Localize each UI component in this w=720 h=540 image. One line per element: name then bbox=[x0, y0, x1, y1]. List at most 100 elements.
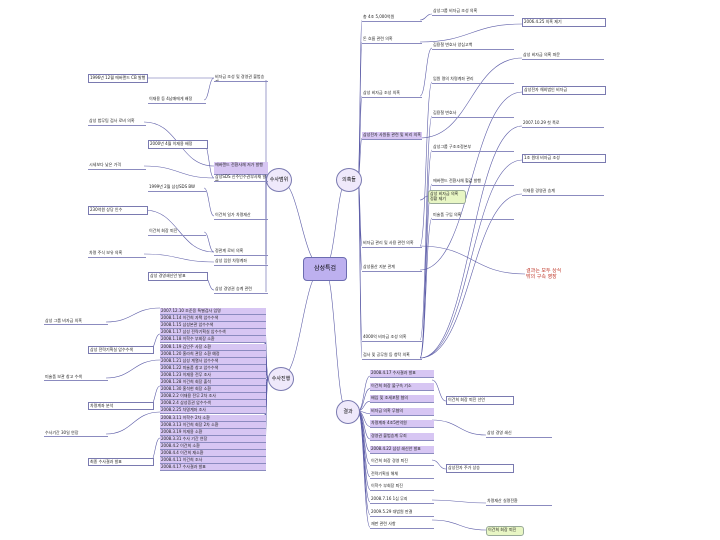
timeline-item-13[interactable]: 2008.2.4 삼성증권 압수수색 bbox=[160, 400, 266, 408]
link-green-note-2 bbox=[431, 519, 487, 531]
result-item-6[interactable]: 2008.4.22 삼성 쇄신안 발표 bbox=[370, 445, 434, 454]
result-item-4[interactable]: 차명계좌 4조5천억원 bbox=[370, 420, 434, 429]
left-note-0[interactable]: 1996년 12월 에버랜드 CB 발행 bbox=[88, 74, 148, 83]
top-branch-2[interactable]: 삼성 비자금 조성 의혹 bbox=[362, 90, 422, 98]
timeline-item-3[interactable]: 2008.1.17 삼성 전략기획실 압수수색 bbox=[160, 329, 266, 337]
left-branch-4[interactable]: 정관계 로비 의혹 bbox=[214, 248, 268, 256]
left-note-4[interactable]: 시세보다 낮은 가격 bbox=[88, 162, 146, 170]
timeline-item-20[interactable]: 2008.4.4 이건희 재소환 bbox=[160, 450, 266, 457]
result-note-2[interactable]: 삼성전자 주가 상승 bbox=[446, 464, 514, 473]
left-branch-1[interactable]: 에버랜드 전환사채 저가 발행 bbox=[214, 162, 268, 175]
left-branch-0[interactable]: 비자금 조성 및 경영권 불법승계 bbox=[214, 74, 268, 82]
result-item-1[interactable]: 이건희 회장 불구속 기소 bbox=[370, 382, 434, 391]
timeline-item-18[interactable]: 2008.3.31 수사 기간 연장 bbox=[160, 435, 266, 443]
top-note-4[interactable]: 임원 명의 차명계좌 관리 bbox=[432, 76, 514, 84]
left-branch-6[interactable]: 삼성 경영권 승계 관련 bbox=[214, 286, 268, 294]
result-note-0[interactable]: 이건희 회장 퇴진 선언 bbox=[446, 396, 514, 405]
left-note-8[interactable]: 차명 주식 보유 의혹 bbox=[88, 250, 146, 258]
top-note-8[interactable]: 삼성그룹 구조조정본부 bbox=[432, 144, 514, 152]
timeline-item-4[interactable]: 2008.1.18 이학수 부회장 소환 bbox=[160, 336, 266, 344]
result-note-1[interactable]: 삼성 경영 쇄신 bbox=[486, 430, 552, 438]
result-item-11[interactable]: 2009.5.29 대법원 판결 bbox=[370, 509, 434, 517]
result-item-9[interactable]: 이학수 부회장 퇴진 bbox=[370, 483, 434, 492]
result-item-2[interactable]: 배임 및 조세포탈 혐의 bbox=[370, 395, 434, 404]
top-branch-7[interactable]: 검사 및 공무원 등 청탁 의혹 bbox=[362, 352, 422, 360]
timeline-note-1[interactable]: 삼성 전략기획실 압수수색 bbox=[88, 346, 154, 354]
top-note-0[interactable]: 삼성그룹 비자금 조성 의혹 bbox=[432, 8, 514, 16]
top-note-11[interactable]: 이재용 경영권 승계 bbox=[522, 188, 604, 196]
timeline-item-0[interactable]: 2007.12.10 조준웅 특별검사 임명 bbox=[160, 308, 266, 315]
link-green-note-1 bbox=[419, 195, 429, 201]
top-note-3[interactable]: 삼성 비자금 의혹 파문 bbox=[522, 52, 604, 60]
timeline-note-2[interactable]: 미술품 보관 창고 수색 bbox=[44, 374, 108, 381]
link-root-lower-right bbox=[323, 267, 348, 412]
result-item-10[interactable]: 2008.7.16 1심 무죄 bbox=[370, 496, 434, 504]
hub-lower-right[interactable]: 결과 bbox=[336, 400, 360, 424]
result-item-7[interactable]: 이건희 회장 경영 퇴진 bbox=[370, 458, 434, 467]
top-note-9[interactable]: 1조 원대 비자금 조성 bbox=[522, 154, 606, 163]
root-node[interactable]: 삼성특검 bbox=[303, 257, 347, 281]
timeline-item-10[interactable]: 2008.1.28 이건희 회장 출석 bbox=[160, 379, 266, 386]
left-note-3[interactable]: 2000년 4월 이재용 배정 bbox=[148, 140, 208, 149]
timeline-item-5[interactable]: 2008.1.19 김인주 사장 소환 bbox=[160, 343, 266, 351]
hub-left[interactable]: 수사범위 bbox=[266, 168, 292, 192]
link-left-note-5 bbox=[203, 187, 215, 217]
timeline-item-15[interactable]: 2008.3.11 이학수 2차 소환 bbox=[160, 414, 266, 422]
link-root-lower-left bbox=[279, 267, 325, 379]
link-result-note-2 bbox=[431, 459, 447, 470]
link-result-note-3 bbox=[431, 499, 487, 504]
result-item-8[interactable]: 전략기획실 해체 bbox=[370, 471, 434, 479]
left-note-6[interactable]: 230억원 상당 인수 bbox=[88, 206, 148, 215]
timeline-item-19[interactable]: 2008.4.2 이건희 소환 bbox=[160, 442, 266, 450]
left-branch-5[interactable]: 삼성 임원 차명계좌 bbox=[214, 258, 268, 266]
top-note-10[interactable]: 에버랜드 전환사채 헐값 발행 bbox=[432, 178, 514, 186]
top-note-7[interactable]: 2007.10.29 첫 폭로 bbox=[522, 120, 604, 128]
top-note-5[interactable]: 삼성전자 해외법인 비자금 bbox=[522, 86, 606, 95]
top-branch-3[interactable]: 삼성전자 사원들 관련 및 비리 의혹 bbox=[362, 132, 422, 140]
top-note-1[interactable]: 2006.4.25 의혹 제기 bbox=[522, 18, 606, 27]
left-note-7[interactable]: 이건희 회장 퇴진 bbox=[148, 228, 206, 236]
timeline-item-12[interactable]: 2008.2.2 이재용 전무 2차 조사 bbox=[160, 393, 266, 401]
left-note-9[interactable]: 삼성 경영쇄신안 발표 bbox=[148, 272, 208, 281]
timeline-note-4[interactable]: 수사기간 30일 연장 bbox=[44, 430, 108, 437]
left-note-2[interactable]: 삼성 법무팀 검사 로비 의혹 bbox=[88, 118, 146, 126]
link-left-note-1 bbox=[203, 77, 215, 101]
top-branch-1[interactable]: 돈 흐름 관련 의혹 bbox=[362, 36, 422, 44]
green-note-1: 삼성 비자금 의혹 정황 제기 bbox=[428, 190, 466, 204]
link-top-note-3 bbox=[419, 57, 523, 139]
timeline-item-6[interactable]: 2008.1.20 홍라희 관장 소환 예정 bbox=[160, 350, 266, 358]
link-left-note-8 bbox=[143, 253, 215, 263]
timeline-item-17[interactable]: 2008.3.19 이재용 소환 bbox=[160, 428, 266, 436]
timeline-item-8[interactable]: 2008.1.22 미술품 창고 압수수색 bbox=[160, 364, 266, 372]
timeline-item-22[interactable]: 2008.4.17 수사결과 발표 bbox=[160, 464, 266, 472]
timeline-item-2[interactable]: 2008.1.15 삼성본관 압수수색 bbox=[160, 322, 266, 330]
timeline-item-7[interactable]: 2008.1.21 삼성 계열사 압수수색 bbox=[160, 357, 266, 365]
result-item-0[interactable]: 2008.4.17 수사결과 발표 bbox=[370, 370, 434, 378]
timeline-item-11[interactable]: 2008.1.30 홍석현 회장 소환 bbox=[160, 386, 266, 394]
timeline-item-9[interactable]: 2008.1.23 이재용 전무 조사 bbox=[160, 371, 266, 379]
left-note-5[interactable]: 1999년 2월 삼성SDS BW bbox=[148, 184, 206, 192]
top-branch-0[interactable]: 총 4조 5,000억원 bbox=[362, 14, 422, 22]
hub-lower-left[interactable]: 수사진행 bbox=[268, 367, 294, 391]
left-note-1[interactable]: 이재용 등 4남매에게 배정 bbox=[148, 96, 206, 104]
hub-top[interactable]: 의혹들 bbox=[336, 168, 362, 192]
top-branch-4[interactable]: 비자금 관리 및 사용 관련 의혹 bbox=[362, 240, 422, 248]
timeline-item-14[interactable]: 2008.2.25 차명계좌 조사 bbox=[160, 407, 266, 415]
timeline-note-0[interactable]: 삼성 그룹 비자금 의혹 bbox=[44, 318, 108, 325]
left-branch-3[interactable]: 이건희 일가 차명재산 bbox=[214, 212, 268, 220]
timeline-item-21[interactable]: 2008.4.11 이건희 조사 bbox=[160, 457, 266, 465]
top-note-2[interactable]: 김용철 변호사 양심고백 bbox=[432, 42, 514, 50]
top-note-6[interactable]: 김용철 변호사 bbox=[432, 110, 514, 118]
top-branch-5[interactable]: 삼성물산 지분 관계 bbox=[362, 264, 422, 272]
timeline-item-1[interactable]: 2008.1.14 이건희 자택 압수수색 bbox=[160, 315, 266, 323]
result-item-12[interactable]: 재판 관련 사항 bbox=[370, 521, 434, 530]
result-item-3[interactable]: 비자금 의혹 무혐의 bbox=[370, 407, 434, 416]
timeline-note-3[interactable]: 차명계좌 분석 bbox=[88, 402, 154, 410]
left-branch-2[interactable]: 삼성SDS 신주인수권부사채 발행 bbox=[214, 174, 268, 182]
top-note-12[interactable]: 미술품 구입 의혹 bbox=[432, 212, 514, 220]
result-note-3[interactable]: 차명재산 실명전환 bbox=[486, 498, 552, 506]
timeline-item-16[interactable]: 2008.3.13 이건희 회장 2차 소환 bbox=[160, 421, 266, 429]
top-branch-6[interactable]: 4000억 비자금 조성 의혹 bbox=[362, 334, 422, 342]
result-item-5[interactable]: 경영권 불법승계 무죄 bbox=[370, 433, 434, 441]
timeline-note-5[interactable]: 최종 수사결과 발표 bbox=[88, 458, 154, 466]
